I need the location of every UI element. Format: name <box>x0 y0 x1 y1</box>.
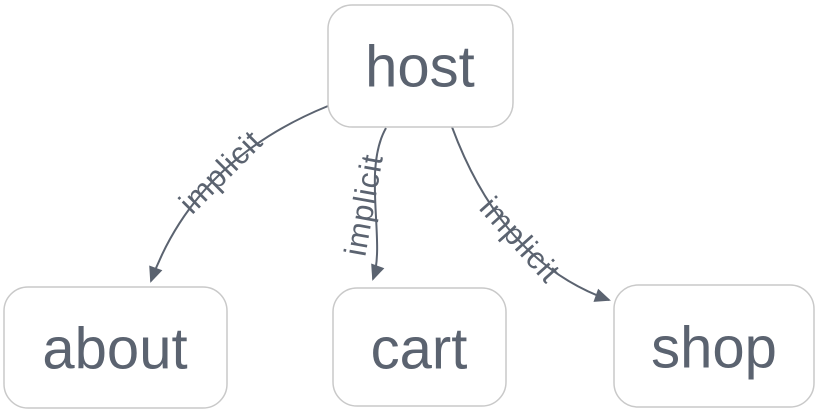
edge-host-shop: implicit <box>451 126 611 302</box>
edge-host-about-label: implicit <box>172 123 269 220</box>
edge-host-shop-label: implicit <box>473 190 568 290</box>
node-cart-label: cart <box>371 316 468 381</box>
edge-host-about-line <box>149 105 329 283</box>
node-about-box <box>3 286 228 409</box>
node-about-label: about <box>42 316 187 381</box>
edge-host-cart-label: implicit <box>338 151 390 258</box>
node-shop: shop <box>613 284 815 408</box>
node-host-label: host <box>365 34 475 99</box>
node-shop-label: shop <box>651 315 777 380</box>
edge-host-shop-line <box>451 126 611 302</box>
edge-host-about: implicit <box>149 105 329 283</box>
node-host-box <box>327 4 514 128</box>
node-about: about <box>3 286 228 409</box>
node-cart-box <box>332 287 507 407</box>
edge-host-cart-line <box>371 127 387 281</box>
edge-host-cart: implicit <box>338 127 390 281</box>
node-cart: cart <box>332 287 507 407</box>
node-host: host <box>327 4 514 128</box>
node-shop-box <box>613 284 815 408</box>
